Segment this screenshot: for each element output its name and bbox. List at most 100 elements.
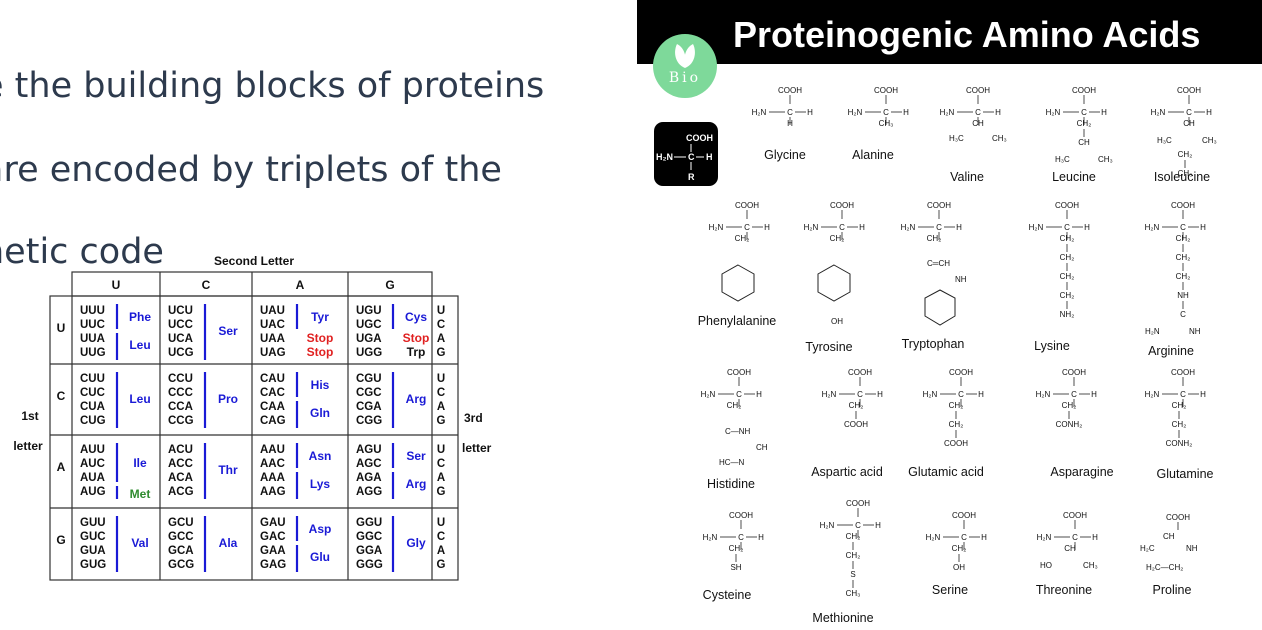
codon: GCC [168,531,194,543]
glutamine-group: CONH₂ [1166,439,1193,448]
phenylalanine-name: Phenylalanine [698,314,777,328]
codon: AGC [356,458,382,470]
third-letter: A [437,333,445,345]
third-letter: U [437,517,445,529]
asparagine-group: CONH₂ [1056,420,1083,429]
codon: UGA [356,333,382,345]
codon: UUC [80,319,105,331]
cysteine-c: C [738,533,744,542]
threonine-name: Threonine [1036,583,1092,597]
histidine-hc: HC—N [719,458,745,467]
codon: UUA [80,333,105,345]
histidine-group: CH₂ [727,401,742,410]
amino-acid-label: Stop [307,345,334,359]
codon: ACC [168,458,193,470]
phenol-ring [817,264,851,302]
table-border [49,295,459,581]
row-header: U [57,321,66,335]
codon: GGU [356,517,382,529]
codon: AGU [356,444,382,456]
third-letter: G [437,559,446,571]
codon: ACU [168,444,193,456]
leucine-group: CH [1078,138,1090,147]
codon: CAA [260,401,285,413]
threonine-h2n: H₂N [1037,533,1052,542]
codon: UCU [168,305,193,317]
cysteine-h2n: H₂N [703,533,718,542]
codon: UAA [260,333,285,345]
codon: AUC [80,458,105,470]
methionine-group: CH₂ [846,532,861,541]
amino-acid-label: Ala [219,536,238,550]
first-letter-label-1: 1st [21,409,38,423]
arginine-c: C [1180,223,1186,232]
amino-acid-label: Lys [310,477,331,491]
amino-acid-label: Stop [403,331,430,345]
valine-ch3: CH₃ [992,134,1007,143]
codon: GAG [260,559,286,571]
asparagine-cooh: COOH [1062,368,1086,377]
glutamic-acid-name: Glutamic acid [908,465,984,479]
codon: UAC [260,319,285,331]
proline-name: Proline [1153,583,1192,597]
proline-h2c-1: H₂C [1140,544,1155,553]
codon: AUG [80,486,106,498]
codon: GUG [80,559,106,571]
codon: UUU [80,305,105,317]
aspartic-acid-group: CH₂ [849,401,864,410]
isoleucine-h2n: H₂N [1151,108,1166,117]
codon: GCG [168,559,194,571]
row-header: A [57,460,66,474]
asparagine-name: Asparagine [1050,465,1113,479]
codon: CUG [80,415,106,427]
aspartic-acid-h: H [877,390,883,399]
proline-cooh: COOH [1166,513,1190,522]
phenylalanine-h: H [764,223,770,232]
leucine-c: C [1081,108,1087,117]
tryptophan-h: H [956,223,962,232]
codon: AAC [260,458,285,470]
glutamic-acid-c: C [958,390,964,399]
codon: CGC [356,387,382,399]
proline-h2c-2: H₂C—CH₂ [1146,563,1183,572]
arginine-nh: NH [1189,327,1201,336]
tryptophan-cooh: COOH [927,201,951,210]
codon: UCA [168,333,193,345]
tyrosine-cooh: COOH [830,201,854,210]
codon: ACG [168,486,194,498]
methionine-group: CH₂ [846,551,861,560]
glutamic-acid-h2n: H₂N [923,390,938,399]
arginine-group: CH₂ [1176,234,1191,243]
codon: AGG [356,486,382,498]
tyrosine-group: CH₂ [830,234,845,243]
histidine-c: C [736,390,742,399]
third-letter: G [437,486,446,498]
amino-acids-panel: Proteinogenic Amino Acids Bio COOH H₂N C… [637,0,1262,630]
codon: UAU [260,305,285,317]
codon: GAC [260,531,286,543]
methionine-name: Methionine [812,611,873,625]
arginine-cooh: COOH [1171,201,1195,210]
aspartic-acid-c: C [857,390,863,399]
lysine-group: CH₂ [1060,253,1075,262]
tyrosine-h: H [859,223,865,232]
codon: UCG [168,347,194,359]
amino-acid-label: Tyr [311,310,329,324]
glycine-h2n: H₂N [752,108,767,117]
aspartic-acid-group: COOH [844,420,868,429]
codon: GGG [356,559,383,571]
codon: CUU [80,373,105,385]
codon: GAU [260,517,286,529]
third-letter: G [437,415,446,427]
codon: ACA [168,472,193,484]
codon: GCU [168,517,194,529]
glutamine-name: Glutamine [1157,467,1214,481]
leucine-cooh: COOH [1072,86,1096,95]
threonine-h: H [1092,533,1098,542]
leaf-icon [675,44,695,68]
codon: AUU [80,444,105,456]
amino-acid-label: Asn [309,449,332,463]
column-header: A [296,278,305,292]
codon: CGA [356,401,382,413]
codon: CGG [356,415,382,427]
